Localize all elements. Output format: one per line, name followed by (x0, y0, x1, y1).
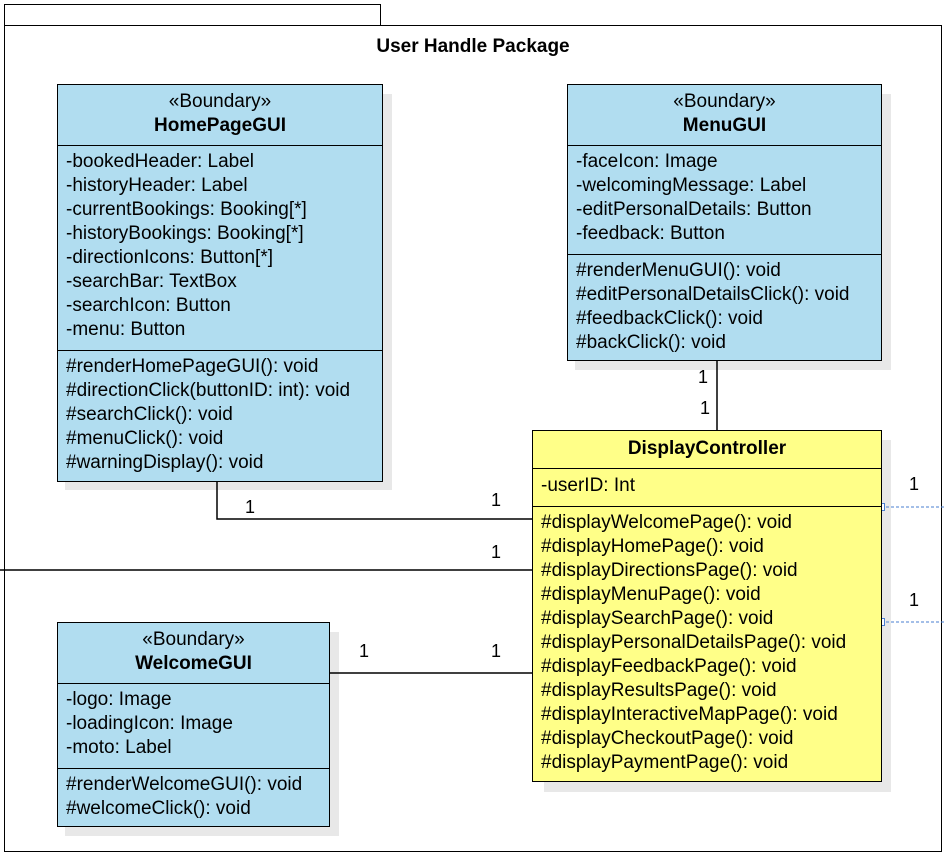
methods-section: #displayWelcomePage(): void #displayHome… (533, 507, 881, 779)
attribute: -logo: Image (66, 689, 172, 710)
attribute: -menu: Button (66, 319, 186, 340)
method: #renderWelcomeGUI(): void (66, 774, 303, 795)
methods-section: #renderHomePageGUI(): void #directionCli… (58, 351, 382, 479)
method: #displayFeedbackPage(): void (541, 656, 797, 677)
class-header: «Boundary» MenuGUI (568, 85, 881, 146)
stereotype-label: «Boundary» (142, 629, 245, 650)
attributes-section: -userID: Int (533, 469, 881, 507)
multiplicity-label: 1 (359, 641, 370, 661)
attribute: -welcomingMessage: Label (576, 175, 807, 196)
multiplicity-label: 1 (491, 490, 502, 510)
class-name: HomePageGUI (154, 115, 286, 136)
package-frame (4, 25, 942, 852)
attribute: -historyBookings: Booking[*] (66, 223, 304, 244)
attribute: -currentBookings: Booking[*] (66, 199, 307, 220)
multiplicity-label: 1 (909, 474, 920, 494)
attribute: -userID: Int (541, 475, 635, 496)
menugui-class[interactable]: «Boundary» MenuGUI -faceIcon: Image -wel… (567, 84, 882, 361)
welcomegui-class[interactable]: «Boundary» WelcomeGUI -logo: Image -load… (57, 622, 330, 827)
method: #menuClick(): void (66, 428, 224, 449)
attributes-section: -logo: Image -loadingIcon: Image -moto: … (58, 684, 329, 769)
class-name: MenuGUI (682, 115, 767, 136)
method: #displayWelcomePage(): void (541, 512, 792, 533)
package-title: User Handle Package (376, 36, 570, 57)
class-header: DisplayController (533, 431, 881, 469)
attribute: -historyHeader: Label (66, 175, 248, 196)
class-name: WelcomeGUI (135, 653, 252, 674)
attribute: -searchBar: TextBox (66, 271, 237, 292)
multiplicity-label: 1 (245, 497, 256, 517)
attribute: -directionIcons: Button[*] (66, 247, 273, 268)
method: #welcomeClick(): void (66, 798, 251, 819)
method: #directionClick(buttonID: int): void (66, 380, 351, 401)
stereotype-label: «Boundary» (673, 91, 776, 112)
method: #displayPaymentPage(): void (541, 752, 789, 773)
method: #editPersonalDetailsClick(): void (576, 284, 850, 305)
method: #displayDirectionsPage(): void (541, 560, 798, 581)
methods-section: #renderWelcomeGUI(): void #welcomeClick(… (58, 769, 329, 825)
method: #feedbackClick(): void (576, 308, 763, 329)
method: #renderHomePageGUI(): void (66, 356, 319, 377)
package-tab (4, 4, 381, 26)
stereotype-label: «Boundary» (168, 91, 272, 112)
home-display-link[interactable] (216, 481, 532, 520)
attribute: -feedback: Button (576, 223, 725, 244)
method: #displayMenuPage(): void (541, 584, 761, 605)
method: #searchClick(): void (66, 404, 233, 425)
homepagegui-class[interactable]: «Boundary» HomePageGUI -bookedHeader: La… (57, 84, 383, 482)
method: #displayHomePage(): void (541, 536, 764, 557)
method: #displayResultsPage(): void (541, 680, 777, 701)
method: #warningDisplay(): void (66, 452, 264, 473)
class-header: «Boundary» WelcomeGUI (58, 623, 329, 684)
class-name: DisplayController (627, 438, 787, 459)
multiplicity-label: 1 (700, 398, 711, 418)
class-header: «Boundary» HomePageGUI (58, 85, 382, 146)
method: #renderMenuGUI(): void (576, 260, 781, 281)
multiplicity-label: 1 (491, 542, 502, 562)
displaycontroller-class[interactable]: DisplayController -userID: Int #displayW… (532, 430, 882, 782)
methods-section: #renderMenuGUI(): void #editPersonalDeta… (568, 255, 881, 359)
attribute: -faceIcon: Image (576, 151, 718, 172)
method: #displayInteractiveMapPage(): void (541, 704, 838, 725)
attribute: -bookedHeader: Label (66, 151, 255, 172)
method: #displayCheckoutPage(): void (541, 728, 794, 749)
attributes-section: -bookedHeader: Label -historyHeader: Lab… (58, 146, 382, 351)
multiplicity-label: 1 (909, 590, 920, 610)
method: #backClick(): void (576, 332, 726, 353)
multiplicity-label: 1 (698, 367, 709, 387)
multiplicity-label: 1 (491, 641, 502, 661)
attribute: -moto: Label (66, 737, 172, 758)
attribute: -searchIcon: Button (66, 295, 231, 316)
attribute: -editPersonalDetails: Button (576, 199, 812, 220)
method: #displaySearchPage(): void (541, 608, 774, 629)
attributes-section: -faceIcon: Image -welcomingMessage: Labe… (568, 146, 881, 255)
method: #displayPersonalDetailsPage(): void (541, 632, 847, 653)
attribute: -loadingIcon: Image (66, 713, 233, 734)
